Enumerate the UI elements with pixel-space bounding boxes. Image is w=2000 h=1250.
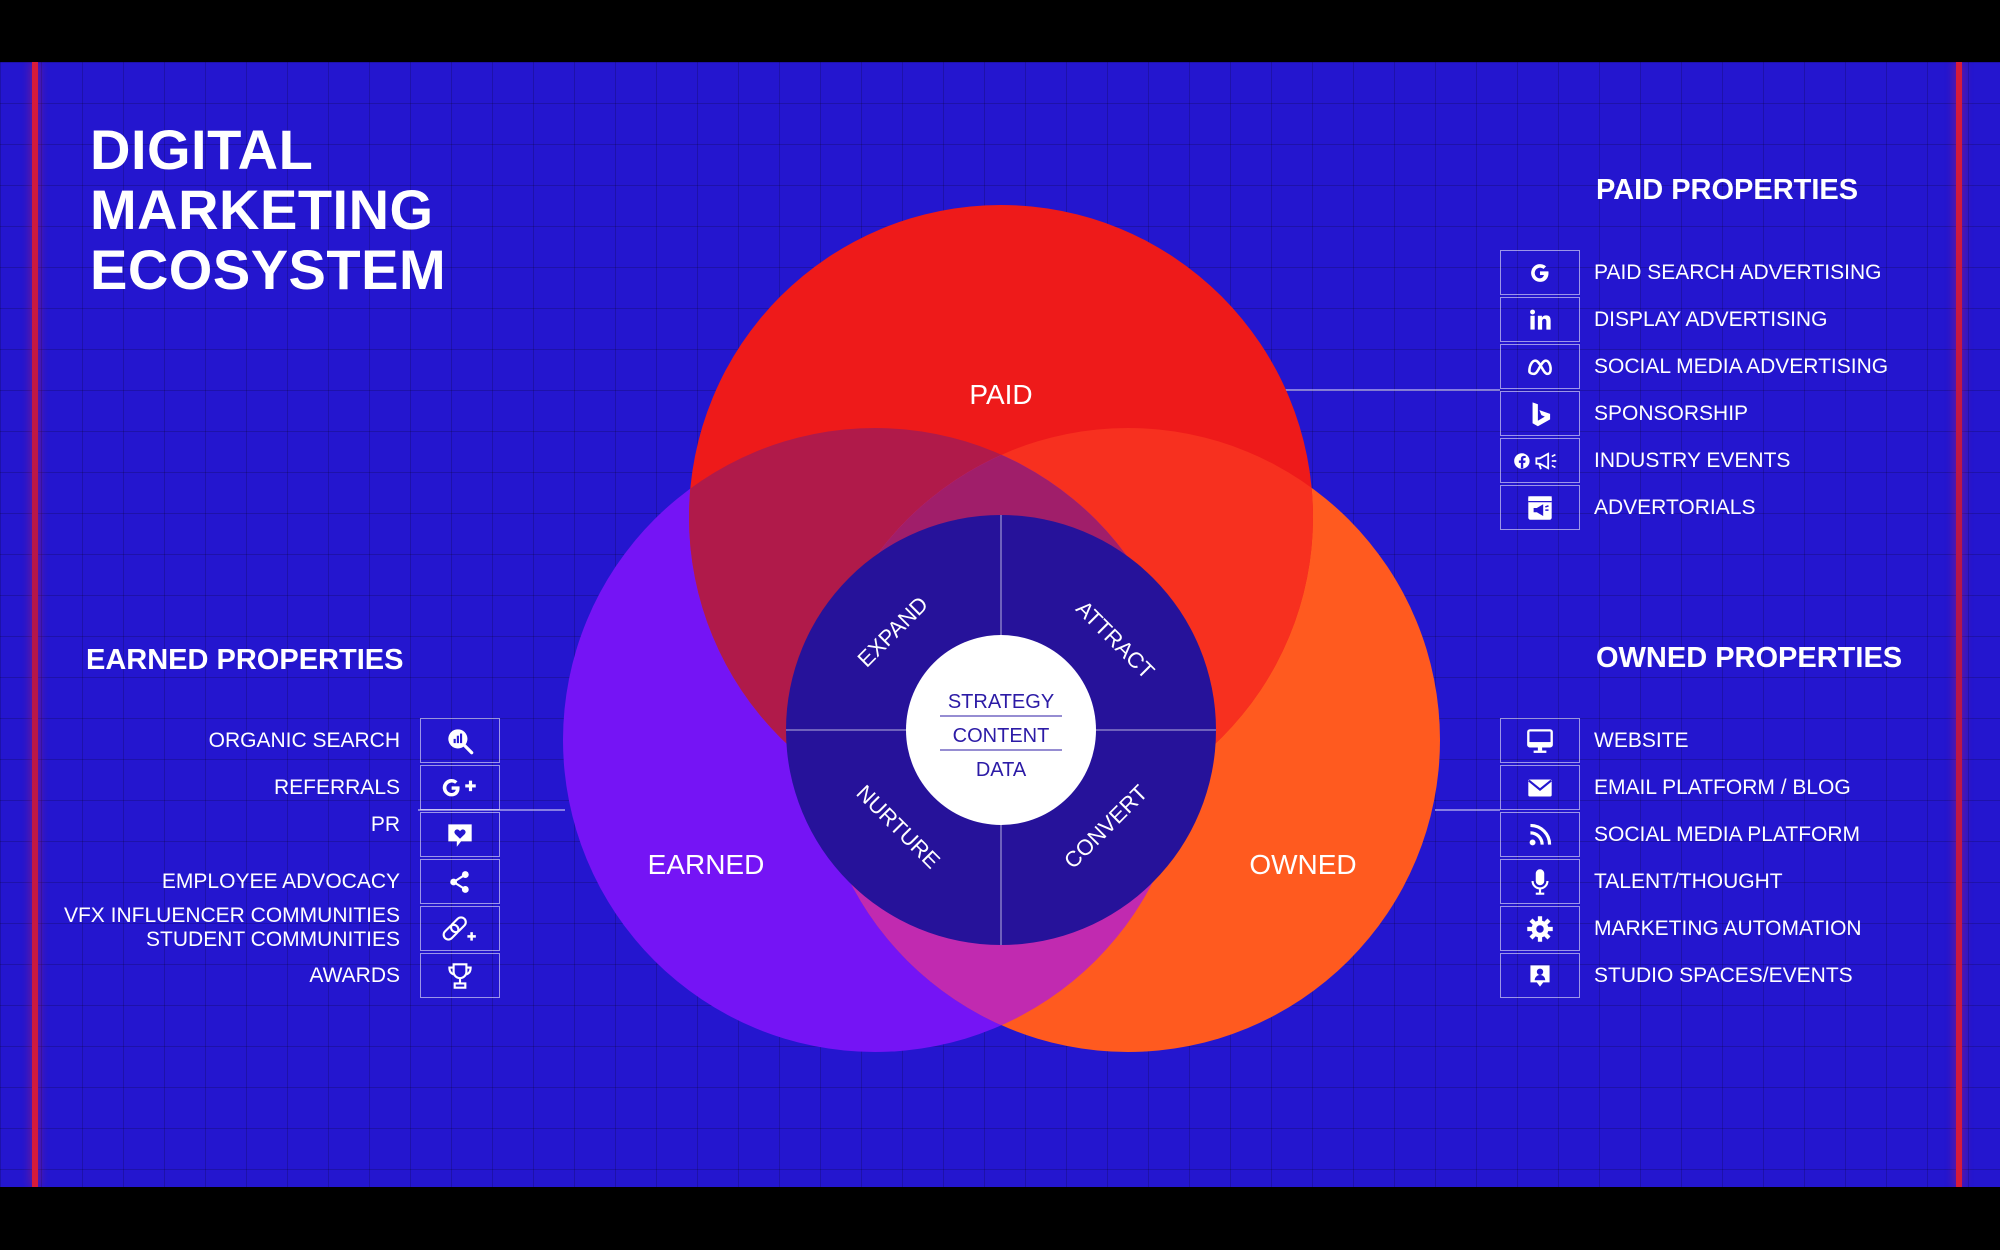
earned-item-label: PR [370, 813, 400, 836]
owned-properties-heading: OWNED PROPERTIES [1596, 642, 1903, 674]
monitor-icon [1500, 718, 1580, 763]
bing-icon [1500, 391, 1580, 436]
earned-item-label: REFERRALS [273, 776, 400, 799]
paid-item-label: SPONSORSHIP [1594, 402, 1749, 425]
rss-icon [1500, 812, 1580, 857]
owned-item-label: MARKETING AUTOMATION [1594, 917, 1862, 940]
title-line-2: MARKETING [90, 178, 434, 241]
advertorial-icon [1500, 485, 1580, 530]
microphone-icon [1500, 859, 1580, 904]
core-circle [906, 635, 1096, 825]
list-item: WEBSITE [1500, 718, 1920, 764]
list-item: ADVERTORIALS [1500, 485, 1920, 531]
google-plus-icon [420, 765, 500, 810]
earned-properties-list: ORGANIC SEARCH REFERRALS PR EMPLOYEE ADV… [40, 718, 500, 998]
earned-item-label-line-1: VFX INFLUENCER COMMUNITIES [63, 904, 400, 927]
list-item: TALENT/THOUGHT [1500, 859, 1920, 905]
owned-item-label: EMAIL PLATFORM / BLOG [1594, 776, 1851, 799]
earned-item-label: EMPLOYEE ADVOCACY [161, 870, 400, 893]
earned-item-label: VFX INFLUENCER COMMUNITIES STUDENT COMMU… [63, 904, 400, 951]
location-user-icon [1500, 953, 1580, 998]
owned-item-label: SOCIAL MEDIA PLATFORM [1594, 823, 1861, 846]
list-item: AWARDS [40, 953, 500, 999]
list-item: INDUSTRY EVENTS [1500, 438, 1920, 484]
paid-item-label: SOCIAL MEDIA ADVERTISING [1594, 355, 1889, 378]
paid-item-label: DISPLAY ADVERTISING [1594, 308, 1828, 331]
earned-item-label: ORGANIC SEARCH [208, 729, 400, 752]
paid-item-label: INDUSTRY EVENTS [1594, 449, 1791, 472]
list-item: PAID SEARCH ADVERTISING [1500, 250, 1920, 296]
google-icon [1500, 250, 1580, 295]
trophy-icon [420, 953, 500, 998]
linkedin-icon [1500, 297, 1580, 342]
paid-label: PAID [969, 379, 1032, 410]
facebook-megaphone-icon [1500, 438, 1580, 483]
title-line-3: ECOSYSTEM [90, 238, 447, 301]
core-content: CONTENT [953, 725, 1050, 747]
left-edge-accent [32, 62, 38, 1187]
list-item: MARKETING AUTOMATION [1500, 906, 1920, 952]
slide-canvas: DIGITAL MARKETING ECOSYSTEM [0, 62, 2000, 1187]
list-item: EMAIL PLATFORM / BLOG [1500, 765, 1920, 811]
list-item: SOCIAL MEDIA ADVERTISING [1500, 344, 1920, 390]
earned-item-label: AWARDS [309, 964, 400, 987]
paid-item-label: PAID SEARCH ADVERTISING [1594, 261, 1882, 284]
list-item: STUDIO SPACES/EVENTS [1500, 953, 1920, 999]
heart-speech-icon [420, 812, 500, 857]
meta-icon [1500, 344, 1580, 389]
right-edge-accent [1956, 62, 1962, 1187]
title-line-1: DIGITAL [90, 118, 314, 181]
paid-properties-list: PAID SEARCH ADVERTISING DISPLAY ADVERTIS… [1500, 250, 1920, 530]
list-item: PR [40, 812, 500, 858]
list-item: SOCIAL MEDIA PLATFORM [1500, 812, 1920, 858]
list-item: EMPLOYEE ADVOCACY [40, 859, 500, 905]
venn-diagram: PAID EARNED OWNED EXPAND ATTRACT NURTURE… [418, 205, 1500, 1052]
earned-label: EARNED [648, 849, 765, 880]
link-plus-icon [420, 906, 500, 951]
paid-properties-heading: PAID PROPERTIES [1596, 174, 1859, 206]
owned-item-label: STUDIO SPACES/EVENTS [1594, 964, 1853, 987]
search-analytics-icon [420, 718, 500, 763]
core-strategy: STRATEGY [948, 691, 1054, 713]
email-icon [1500, 765, 1580, 810]
list-item: ORGANIC SEARCH [40, 718, 500, 764]
owned-properties-list: WEBSITE EMAIL PLATFORM / BLOG SOCIAL MED… [1500, 718, 1920, 998]
earned-item-label-line-2: STUDENT COMMUNITIES [146, 928, 400, 951]
core-data: DATA [976, 759, 1027, 781]
owned-item-label: WEBSITE [1594, 729, 1689, 752]
list-item: VFX INFLUENCER COMMUNITIES STUDENT COMMU… [40, 904, 500, 952]
paid-item-label: ADVERTORIALS [1594, 496, 1756, 519]
letterbox-bottom [0, 1187, 2000, 1250]
earned-properties-heading: EARNED PROPERTIES [86, 644, 404, 676]
gear-icon [1500, 906, 1580, 951]
share-icon [420, 859, 500, 904]
page-title: DIGITAL MARKETING ECOSYSTEM [90, 120, 446, 300]
owned-label: OWNED [1249, 849, 1356, 880]
list-item: SPONSORSHIP [1500, 391, 1920, 437]
letterbox-top [0, 0, 2000, 62]
list-item: DISPLAY ADVERTISING [1500, 297, 1920, 343]
list-item: REFERRALS [40, 765, 500, 811]
owned-item-label: TALENT/THOUGHT [1594, 870, 1783, 893]
